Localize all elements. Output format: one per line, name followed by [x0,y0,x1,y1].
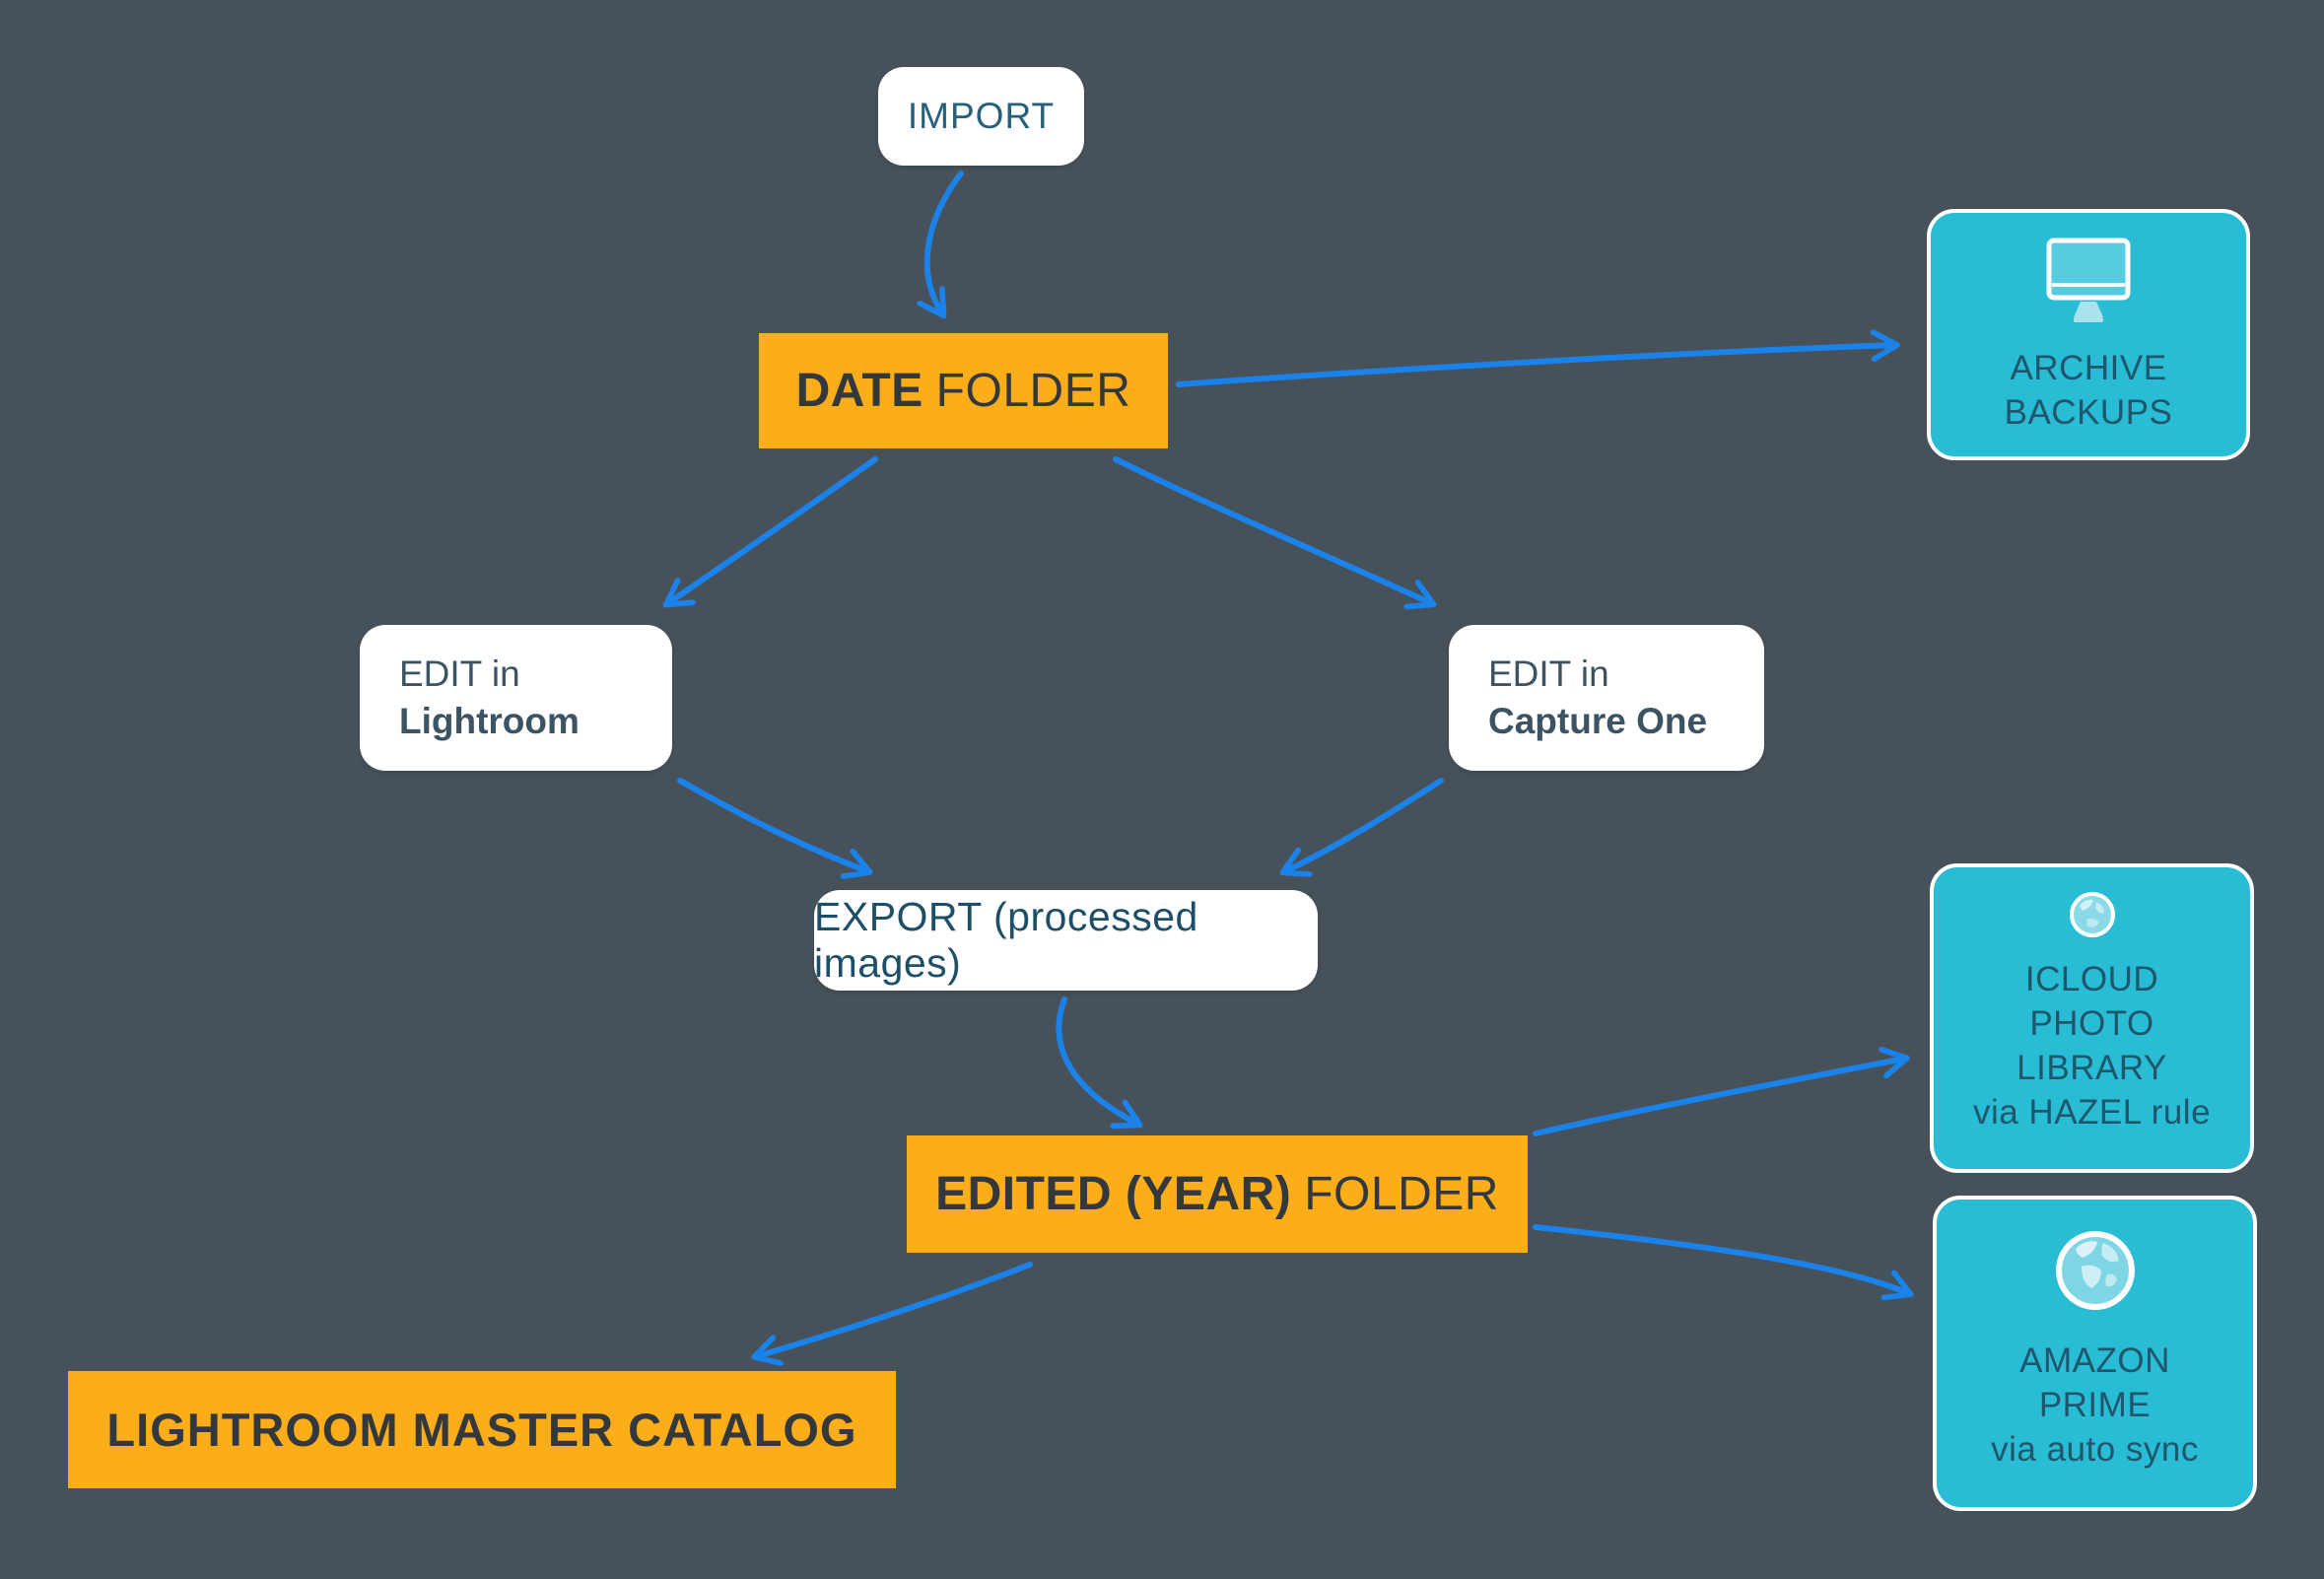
node-edit-lightroom-line1: EDIT in [399,653,520,694]
arrow-edited-year-folder-to-icloud [1533,1046,1910,1136]
node-amazon-prime: AMAZON PRIME via auto sync [1933,1196,2257,1511]
arrow-date-folder-to-edit-capture-one [1113,456,1437,610]
node-amazon-label-line2: PRIME [2038,1386,2152,1424]
node-icloud-label-sub: via HAZEL rule [1972,1093,2212,1132]
node-edit-capture-one: EDIT in Capture One [1449,625,1764,771]
node-archive-label-line1: ARCHIVE [2010,349,2167,387]
node-export: EXPORT (processed images) [814,890,1318,991]
node-import: IMPORT [878,67,1084,166]
arrow-edit-capture-one-to-export [1279,778,1444,877]
globe-icon [2067,889,2118,945]
arrow-edited-year-folder-to-lightroom-master-catalog [751,1262,1033,1366]
node-edited-year-folder-label: EDITED (YEAR)FOLDER [935,1168,1499,1220]
node-edit-lightroom: EDIT in Lightroom [360,625,672,771]
node-edit-capture-one-line1: EDIT in [1488,653,1609,694]
arrow-edit-lightroom-to-export [677,778,873,879]
node-icloud-label-line1: ICLOUD [2024,960,2159,998]
node-lightroom-master-catalog-label: LIGHTROOM MASTER CATALOG [106,1404,857,1456]
node-amazon-label-sub: via auto sync [1991,1430,2199,1469]
node-import-label: IMPORT [907,96,1056,136]
monitor-icon [2025,237,2152,336]
arrow-date-folder-to-archive-backups [1176,329,1900,387]
node-edit-lightroom-line2: Lightroom [399,701,580,741]
arrow-import-to-date-folder [917,171,964,319]
arrow-edited-year-folder-to-amazon [1533,1224,1914,1301]
node-export-label: EXPORT (processed images) [814,894,1198,986]
node-icloud-label-line2: PHOTO [2029,1004,2154,1043]
node-archive-backups: ARCHIVE BACKUPS [1927,209,2250,460]
arrow-date-folder-to-edit-lightroom [662,456,878,608]
node-edit-capture-one-line2: Capture One [1488,701,1708,741]
node-amazon-label-line1: AMAZON [2019,1341,2170,1380]
node-archive-label-line2: BACKUPS [2004,393,2173,432]
node-icloud-label-line3: LIBRARY [2016,1049,2167,1087]
node-lightroom-master-catalog: LIGHTROOM MASTER CATALOG [68,1371,896,1488]
node-icloud-photo-library: ICLOUD PHOTO LIBRARY via HAZEL rule [1930,863,2254,1173]
node-edited-year-folder: EDITED (YEAR)FOLDER [907,1135,1528,1253]
globe-icon [2052,1227,2139,1319]
arrow-export-to-edited-year-folder [1056,996,1143,1130]
